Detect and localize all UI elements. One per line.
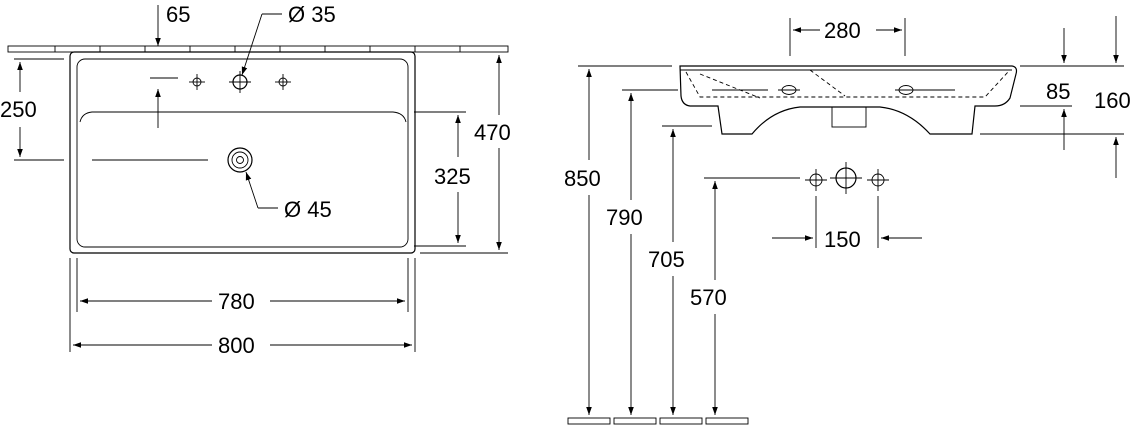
dim-790-label: 790 <box>606 205 643 230</box>
dimension-tap-hole: Ø 35 <box>241 2 336 76</box>
dim-280-label: 280 <box>824 18 861 43</box>
dim-325-label: 325 <box>434 164 471 189</box>
overflow-hole-left-icon <box>778 85 800 95</box>
dim-705-label: 705 <box>648 247 685 272</box>
dimension-250: 250 <box>0 58 64 161</box>
floor-strip <box>567 417 749 425</box>
tap-hole-center-icon <box>229 71 251 93</box>
tap-hole-pattern <box>805 162 889 194</box>
dim-570-label: 570 <box>690 285 727 310</box>
dim-drain-label: Ø 45 <box>284 197 332 222</box>
tap-hole-center-side-icon <box>830 162 862 194</box>
dim-tap-hole-label: Ø 35 <box>288 2 336 27</box>
dim-250-label: 250 <box>0 97 37 122</box>
overflow-hole-right-icon <box>895 85 917 95</box>
tap-hole-right-icon <box>275 74 291 90</box>
dim-800-label: 800 <box>218 333 255 358</box>
tap-hole-left-side-icon <box>805 169 827 191</box>
basin-outline-top <box>69 51 416 254</box>
dimension-570: 570 <box>690 181 727 415</box>
dim-850-label: 850 <box>564 166 601 191</box>
dim-780-label: 780 <box>218 289 255 314</box>
dimension-drain: Ø 45 <box>245 171 332 222</box>
dimension-470: 470 <box>420 55 511 254</box>
dim-85-label: 85 <box>1046 79 1070 104</box>
dimension-85: 85 <box>980 28 1124 150</box>
tap-hole-right-side-icon <box>867 169 889 191</box>
dimension-790: 790 <box>606 93 643 415</box>
wall-strip <box>7 45 509 53</box>
dimension-850: 850 <box>564 69 601 415</box>
basin-profile-side <box>679 65 1018 135</box>
drain-icon <box>92 147 253 173</box>
dim-470-label: 470 <box>474 120 511 145</box>
dimension-160: 160 <box>1094 16 1131 178</box>
dim-150-label: 150 <box>824 227 861 252</box>
dimension-65: 65 <box>150 2 190 128</box>
dimension-280: 280 <box>789 18 906 56</box>
dimension-705: 705 <box>648 129 685 415</box>
dimension-800: 800 <box>69 258 416 358</box>
dimension-325: 325 <box>414 111 471 247</box>
dimension-150: 150 <box>772 196 922 252</box>
top-view: 65 Ø 35 Ø 45 250 470 <box>0 2 511 358</box>
side-view: 280 85 160 850 <box>564 16 1131 425</box>
dimension-780: 780 <box>76 258 409 314</box>
dim-65-label: 65 <box>166 2 190 27</box>
tap-hole-left-icon <box>189 74 205 90</box>
dim-160-label: 160 <box>1094 88 1131 113</box>
